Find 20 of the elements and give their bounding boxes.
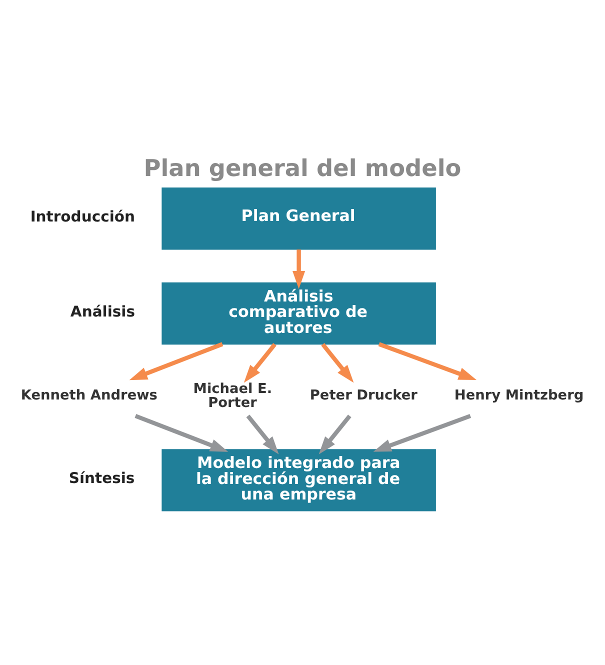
arrow <box>373 414 472 452</box>
label: Análisis <box>70 303 136 320</box>
label: Introducción <box>30 208 136 226</box>
diagram-title: Plan general del modelo <box>144 154 462 182</box>
node-text: Kenneth Andrews <box>20 387 158 404</box>
arrow <box>292 250 306 290</box>
arrow <box>318 414 352 454</box>
arrow <box>246 414 279 454</box>
node-text: Michael E. Porter <box>193 381 272 411</box>
arrow <box>134 414 228 452</box>
arrow <box>129 342 224 380</box>
node-text: Henry Mintzberg <box>454 387 584 404</box>
arrow <box>321 343 354 383</box>
node-box: Modelo integrado para la dirección general de una empresa <box>162 449 436 512</box>
label: Síntesis <box>68 470 135 488</box>
arrow <box>378 342 477 380</box>
node-box: Plan General <box>162 187 436 250</box>
node-box: Análisis comparativo de autores <box>162 282 436 345</box>
node-text: Peter Drucker <box>310 387 418 404</box>
arrow <box>244 343 276 383</box>
